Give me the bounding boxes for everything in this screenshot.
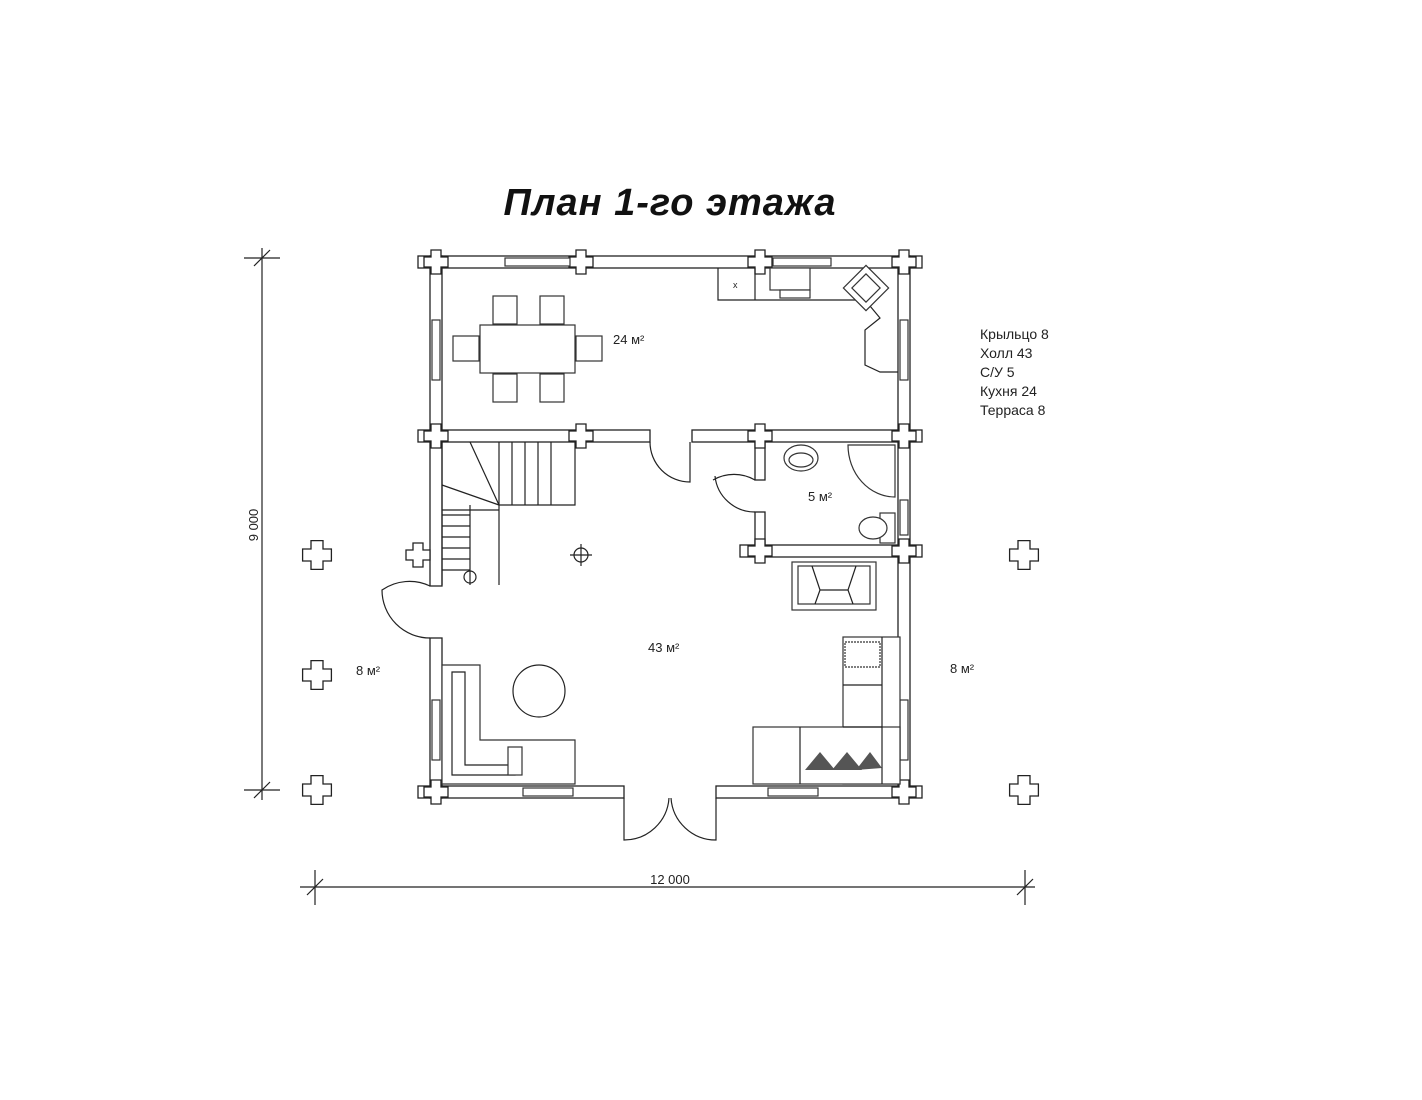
log-end-cross [423, 423, 449, 449]
log-end-cross [301, 659, 333, 691]
hall-area-label: 43 м² [648, 640, 680, 655]
log-end-cross [747, 538, 773, 564]
log-ends [405, 249, 917, 805]
stove-mark: x [733, 280, 738, 290]
ceiling-fixture-icon [570, 544, 592, 566]
log-end-cross [747, 423, 773, 449]
staircase [441, 441, 576, 585]
legend-item: Крыльцо 8 [980, 326, 1049, 342]
kitchen-counter: x [717, 264, 898, 373]
log-end-cross [891, 423, 917, 449]
legend-item: Холл 43 [980, 345, 1033, 361]
bathroom-area-label: 5 м² [808, 489, 833, 504]
legend-item: Кухня 24 [980, 383, 1037, 399]
log-end-cross [1008, 774, 1040, 806]
dining-table [452, 295, 603, 403]
legend-item: Терраса 8 [980, 402, 1046, 418]
log-end-cross [423, 249, 449, 275]
log-end-cross [423, 779, 449, 805]
stair-step [469, 441, 500, 506]
height-dimension: 9 000 [244, 248, 280, 800]
log-end-cross [301, 539, 333, 571]
log-end-cross [891, 249, 917, 275]
fireplace [791, 561, 877, 611]
log-end-cross [568, 249, 594, 275]
log-end-cross [1008, 539, 1040, 571]
doors [381, 441, 756, 841]
width-label: 12 000 [650, 872, 690, 887]
kitchen-area-label: 24 м² [613, 332, 645, 347]
terrace-posts [301, 539, 1040, 806]
sofa-left [441, 664, 576, 785]
width-dimension: 12 000 [300, 870, 1035, 905]
log-end-cross [891, 779, 917, 805]
height-label: 9 000 [246, 509, 261, 542]
log-end-cross [301, 774, 333, 806]
area-legend: Крыльцо 8 Холл 43 С/У 5 Кухня 24 Терраса… [980, 325, 1049, 420]
stair-step [441, 484, 500, 506]
log-end-cross [747, 249, 773, 275]
bathroom-fixtures [783, 444, 896, 544]
log-end-cross [405, 542, 431, 568]
log-end-cross [568, 423, 594, 449]
sofa-right [752, 636, 901, 785]
porch-area-label: 8 м² [356, 663, 381, 678]
legend-item: С/У 5 [980, 364, 1015, 380]
plan-title: План 1-го этажа [503, 182, 837, 224]
terrace-area-label: 8 м² [950, 661, 975, 676]
log-end-cross [891, 538, 917, 564]
windows [431, 257, 909, 797]
